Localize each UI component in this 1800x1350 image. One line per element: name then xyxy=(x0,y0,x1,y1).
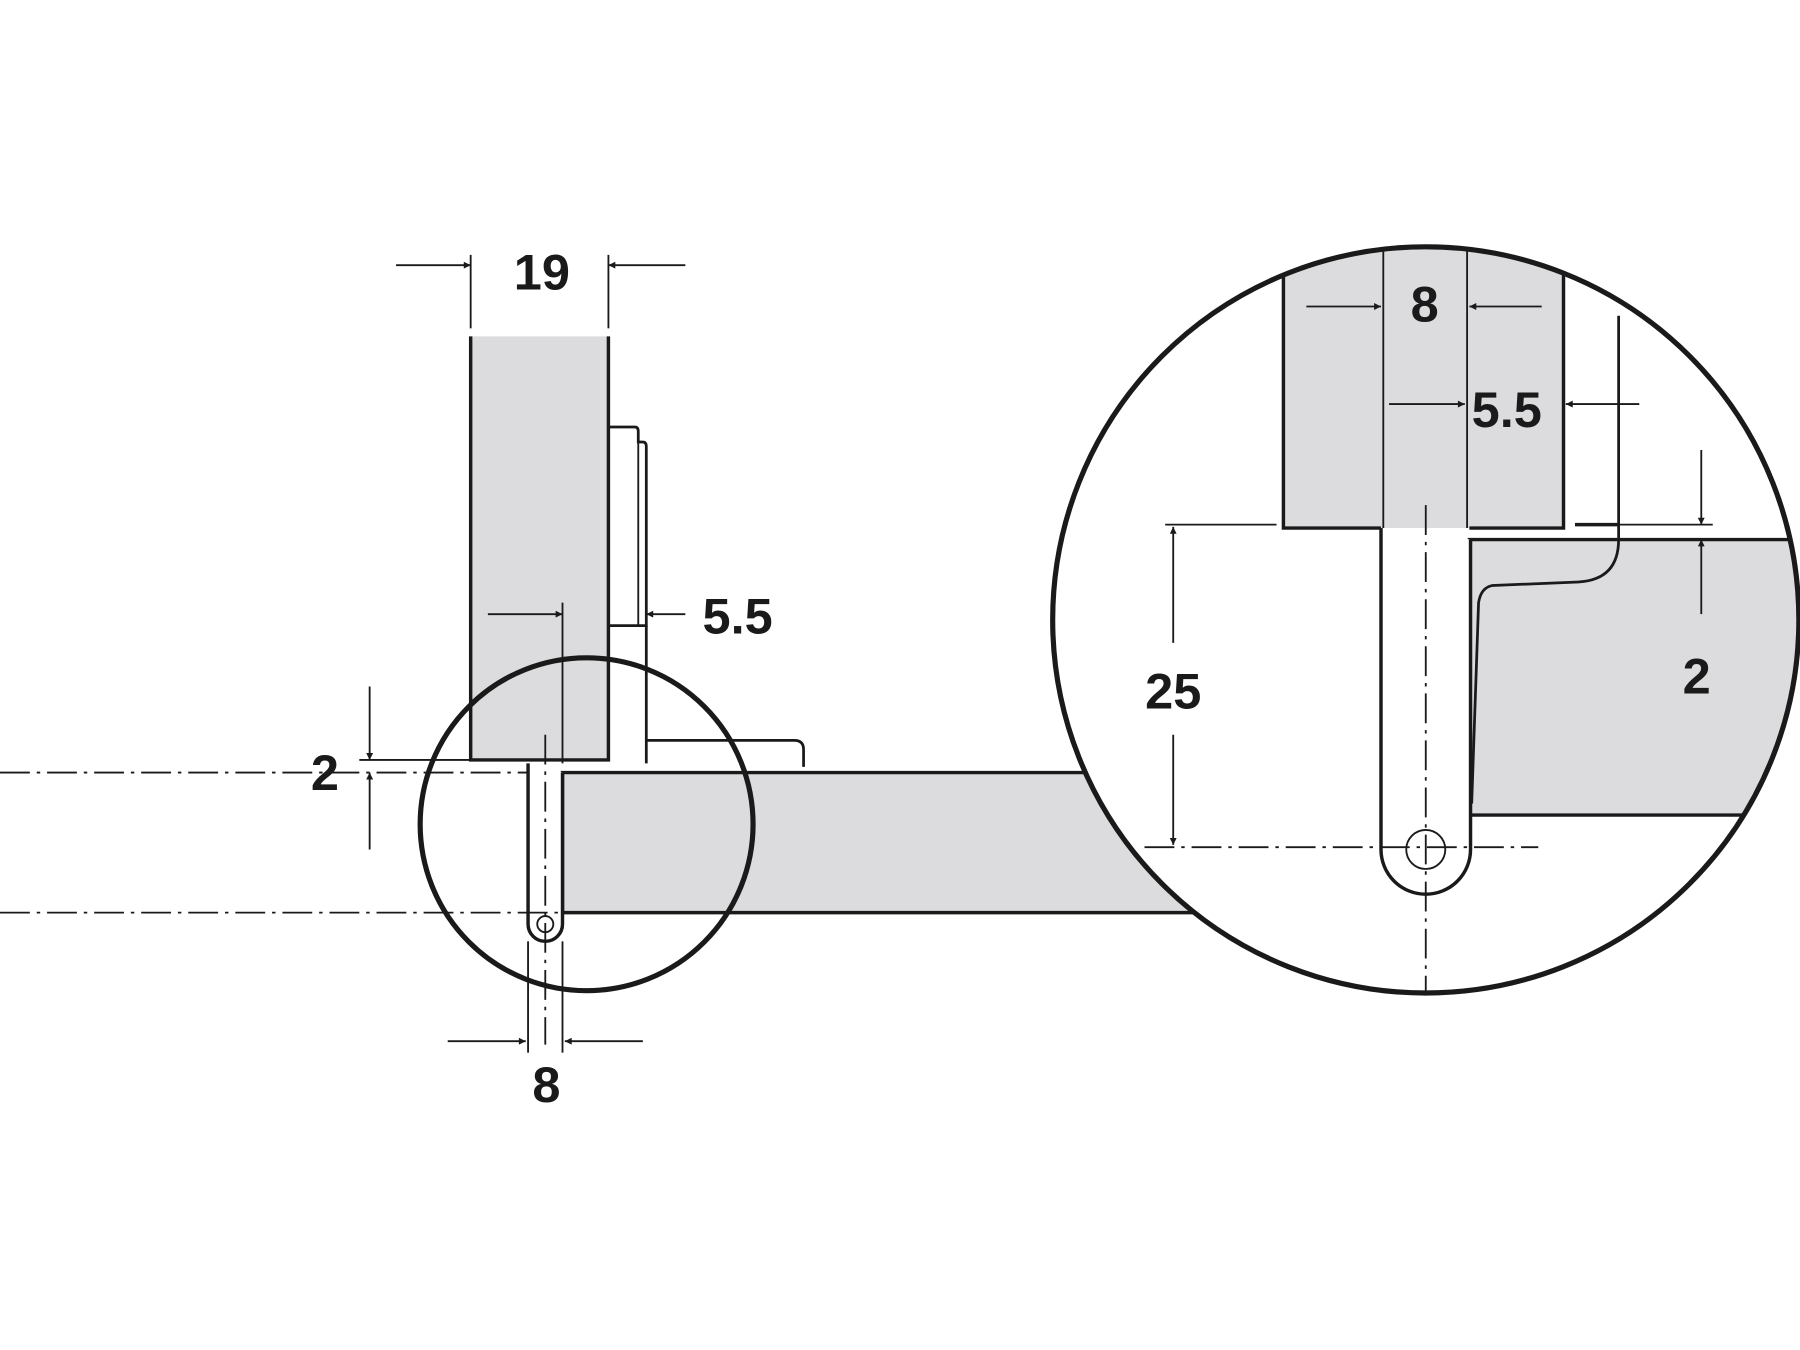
dimension-hinge-offset: 5.5 xyxy=(487,588,773,764)
detail-view: 8 5.5 25 2 xyxy=(1050,244,1800,996)
dimension-label: 2 xyxy=(1683,647,1711,704)
dimension-overlay-gap: 2 xyxy=(311,686,471,850)
detail-dimension-pin-width: 8 xyxy=(1306,275,1542,332)
dimension-label: 19 xyxy=(514,243,570,300)
cabinet-side-panel xyxy=(562,772,1194,913)
hinge-plate xyxy=(608,425,805,767)
door-panel xyxy=(470,336,609,760)
dimension-label: 8 xyxy=(532,1056,560,1113)
dimension-door-thickness: 19 xyxy=(396,243,686,329)
dimension-pin-width: 8 xyxy=(447,941,643,1113)
detail-callout-circle xyxy=(417,655,756,994)
dimension-label: 2 xyxy=(311,744,339,801)
detail-dimension-overlay-gap: 2 xyxy=(1575,450,1713,704)
dimension-label: 5.5 xyxy=(1472,381,1542,438)
detail-dimension-pin-depth: 25 xyxy=(1136,523,1277,845)
dimension-label: 8 xyxy=(1411,275,1439,332)
dimension-label: 25 xyxy=(1145,662,1201,719)
main-view: 19 5.5 2 8 xyxy=(0,243,1194,1113)
detail-circle xyxy=(1050,244,1800,996)
detail-dimension-hinge-offset: 5.5 xyxy=(1389,381,1640,438)
dimension-label: 5.5 xyxy=(703,588,773,645)
